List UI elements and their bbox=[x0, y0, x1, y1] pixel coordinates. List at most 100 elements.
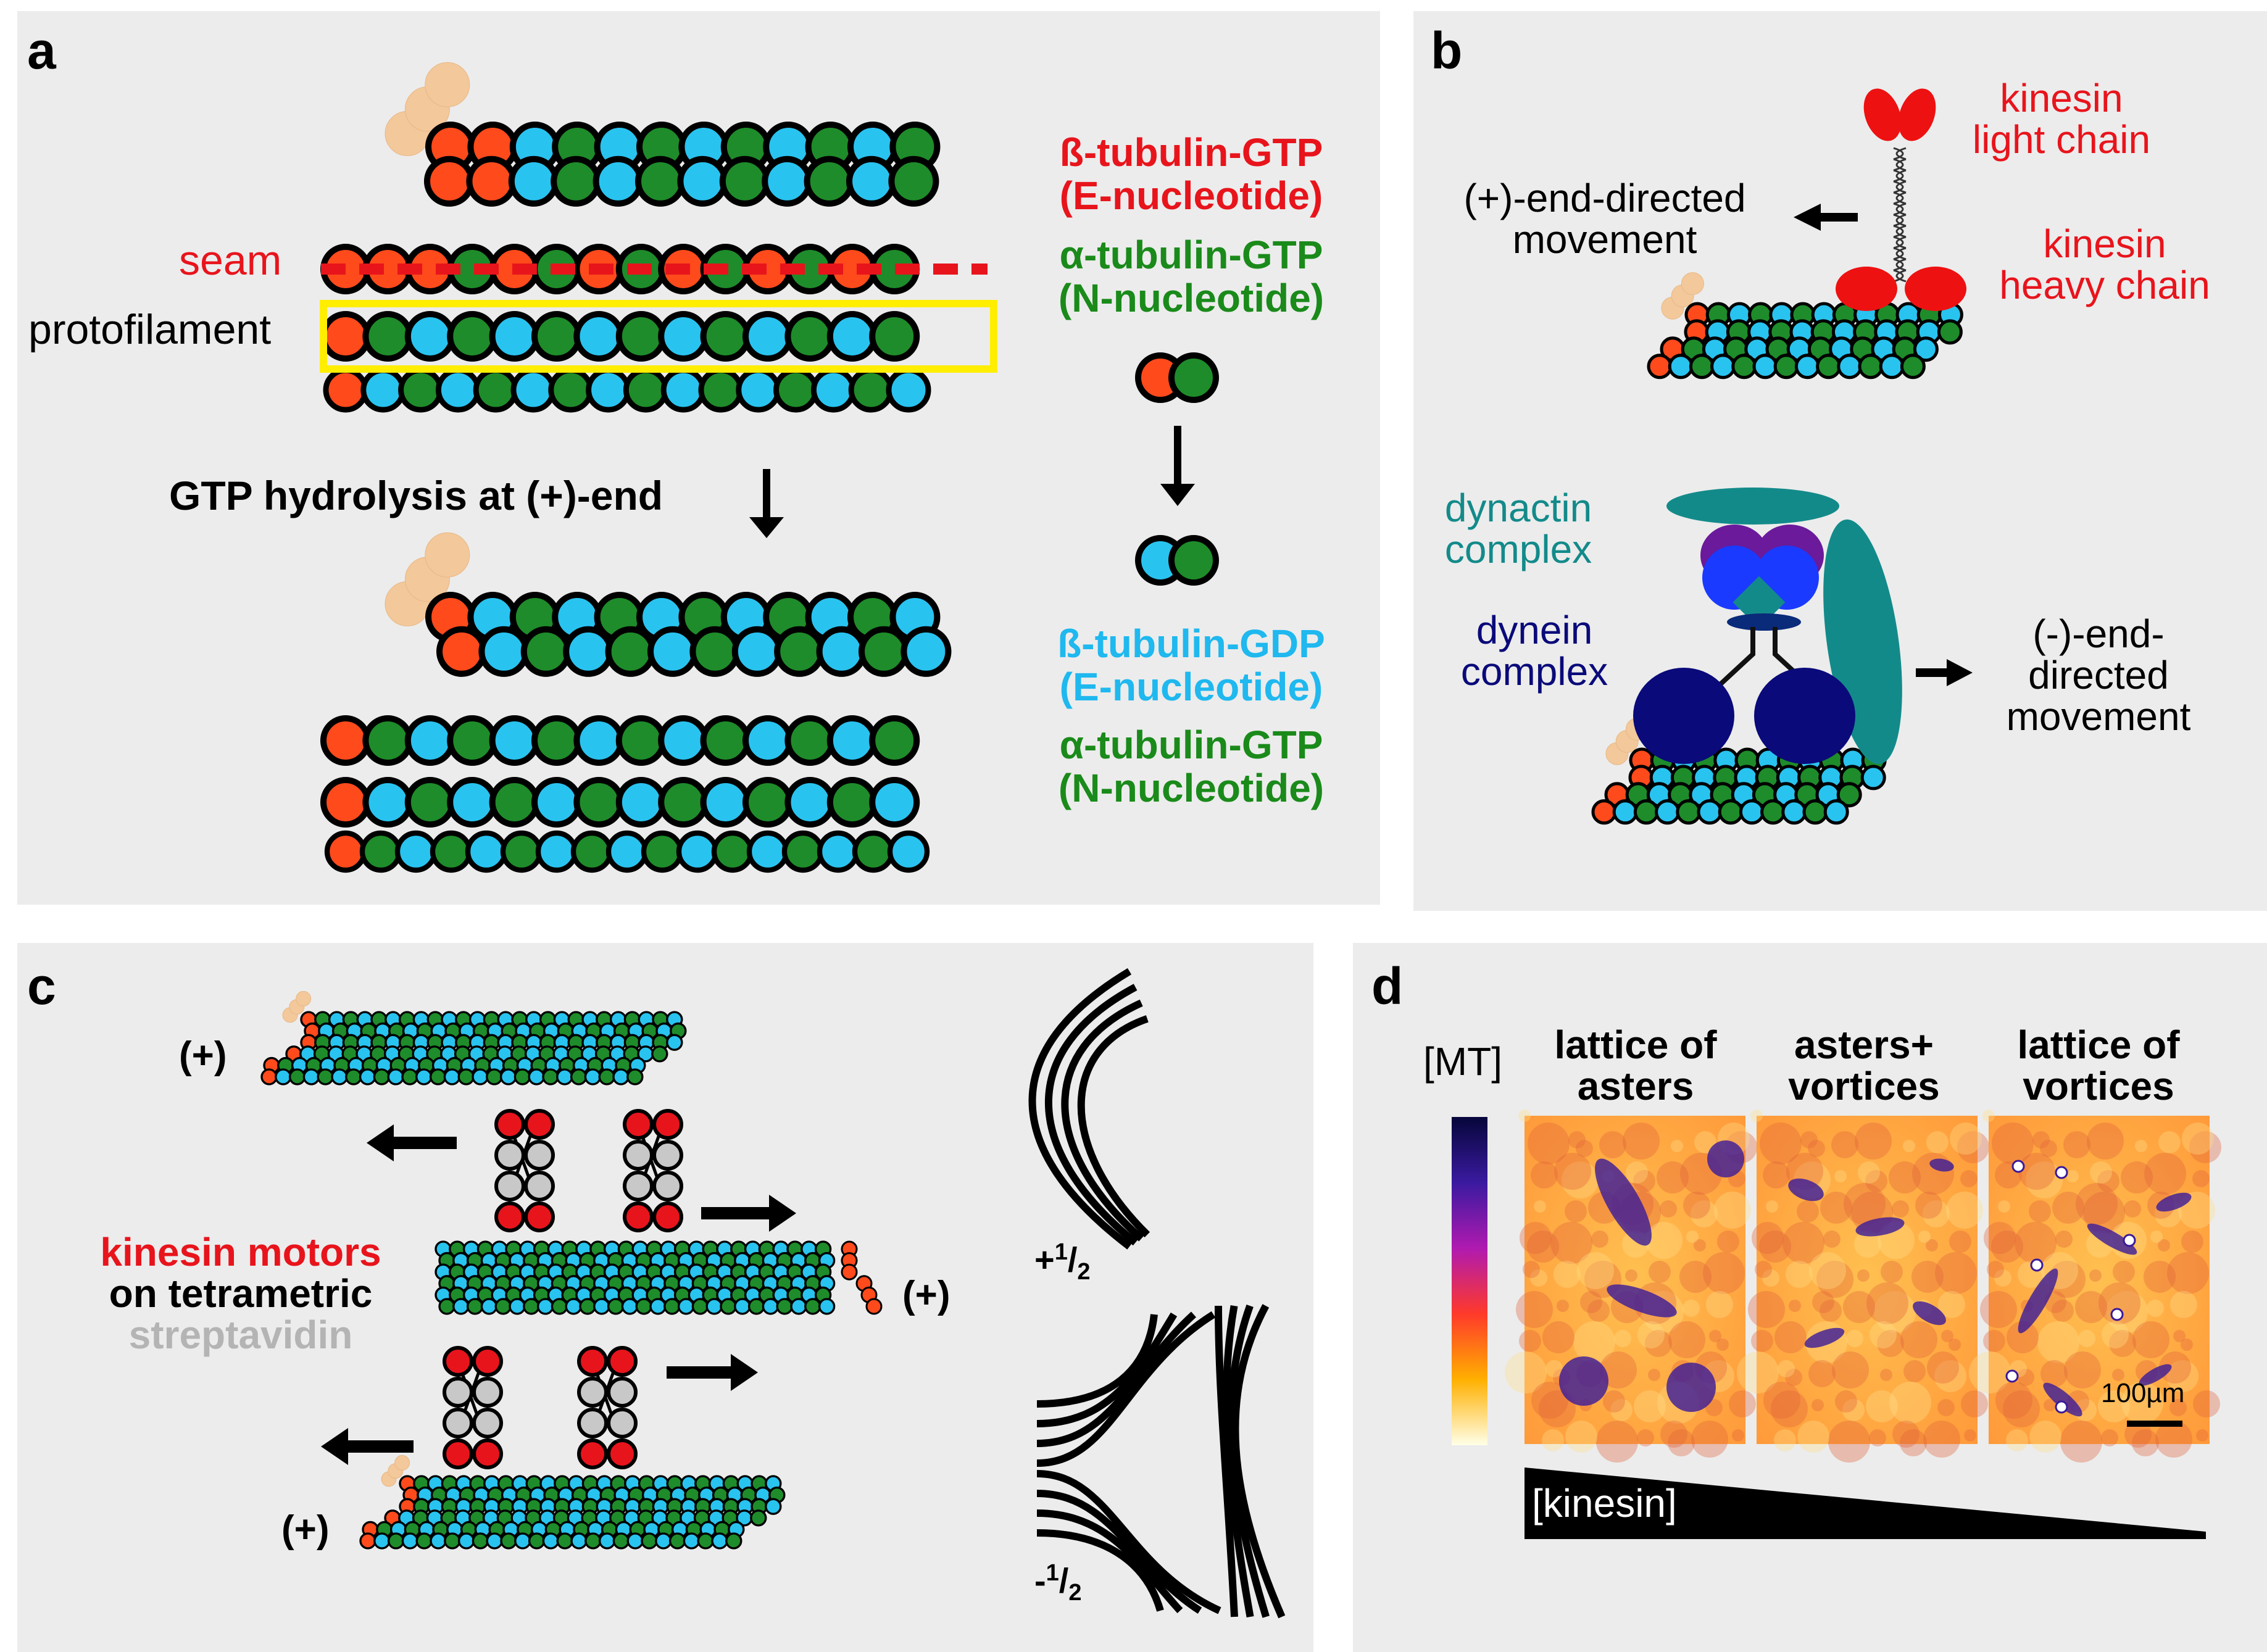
dynactin-line2: complex bbox=[1444, 527, 1592, 572]
col1-line2: asters bbox=[1577, 1064, 1694, 1109]
texture-blob bbox=[1542, 1321, 1574, 1353]
tubulin-bead bbox=[1773, 354, 1799, 380]
kinesin-gradient-label: [kinesin] bbox=[1532, 1481, 1677, 1525]
texture-blob bbox=[2124, 1421, 2152, 1448]
texture-blob bbox=[1797, 1421, 1829, 1453]
texture-blob bbox=[1683, 1192, 1710, 1219]
texture-blob bbox=[1751, 1330, 1773, 1352]
panel-b-graphics bbox=[1591, 88, 1973, 825]
tubulin-bead bbox=[573, 310, 625, 362]
dark-feature bbox=[1607, 1284, 1677, 1318]
tubulin-bead bbox=[324, 830, 367, 873]
kinesin-head-right bbox=[1905, 267, 1966, 311]
tubulin-bead bbox=[747, 1298, 765, 1315]
column-asters-vortices: asters+ vortices bbox=[1753, 1024, 1975, 1107]
tubulin-bead bbox=[320, 776, 372, 828]
tubulin-bead bbox=[869, 776, 920, 828]
texture-blob bbox=[1729, 1390, 1756, 1417]
dark-feature bbox=[1788, 1178, 1824, 1202]
defect-line bbox=[1061, 999, 1144, 1242]
motor-head bbox=[443, 1346, 473, 1377]
tubulin-bead bbox=[1612, 799, 1638, 825]
texture-blob bbox=[1562, 1161, 1599, 1198]
tubulin-bead bbox=[1823, 799, 1849, 825]
tubulin-bead bbox=[528, 1068, 545, 1085]
plus-den: 2 bbox=[1077, 1258, 1091, 1285]
micrograph-lattice-asters bbox=[1505, 1110, 1757, 1463]
tubulin-bead bbox=[734, 1298, 751, 1315]
tubulin-bead bbox=[360, 367, 406, 413]
sliding-arrow-right-2-head bbox=[731, 1354, 758, 1391]
dynactin-bar bbox=[1666, 488, 1839, 525]
mt-bottom-lower bbox=[320, 776, 920, 828]
motor-head bbox=[607, 1346, 638, 1377]
texture-blob bbox=[1923, 1200, 1950, 1227]
motor-head bbox=[623, 1202, 654, 1232]
tubulin-bead bbox=[817, 830, 860, 873]
tubulin-bead bbox=[816, 626, 867, 677]
texture-blob bbox=[1889, 1161, 1921, 1193]
texture-blob bbox=[2189, 1131, 2221, 1163]
defect-line bbox=[1036, 1529, 1164, 1612]
tubulin-bead bbox=[1858, 354, 1884, 380]
protofilament-row bbox=[320, 310, 920, 362]
tubulin-bead bbox=[404, 715, 455, 766]
tubulin-bead bbox=[520, 626, 572, 677]
texture-blob bbox=[2113, 1261, 2135, 1283]
back-tubulin bbox=[394, 1455, 410, 1471]
tubulin-bead bbox=[658, 715, 709, 766]
tubulin-bead bbox=[1937, 319, 1963, 345]
tubulin-bead bbox=[846, 156, 897, 207]
tubulin-bead bbox=[776, 1298, 793, 1315]
streptavidin-bead bbox=[607, 1377, 638, 1408]
tubulin-bead bbox=[612, 1068, 630, 1085]
texture-blob bbox=[2078, 1330, 2095, 1347]
motor-head bbox=[607, 1438, 638, 1469]
tubulin-bead bbox=[736, 367, 781, 413]
dynein-head-right bbox=[1754, 668, 1855, 764]
tubulin-bead bbox=[423, 156, 475, 207]
coiled-coil bbox=[1895, 269, 1907, 283]
texture-blob bbox=[2032, 1131, 2050, 1148]
panel-d-label: d bbox=[1371, 957, 1404, 1015]
tubulin-bead bbox=[323, 367, 368, 413]
sliding-arrow-left-2-head bbox=[321, 1428, 348, 1465]
mt-bottom-lowest bbox=[324, 830, 930, 873]
tubulin-bead bbox=[514, 1532, 531, 1550]
texture-blob bbox=[2173, 1330, 2186, 1342]
micrograph-asters-vortices bbox=[1737, 1110, 1989, 1463]
tubulin-bead bbox=[700, 310, 751, 362]
tubulin-bead bbox=[401, 1532, 419, 1550]
texture-blob bbox=[1716, 1339, 1729, 1351]
panel-d-graphics bbox=[1452, 1110, 2221, 1539]
sliding-arrow-right-1-head bbox=[769, 1195, 796, 1232]
col3-line1: lattice of bbox=[2017, 1023, 2180, 1067]
tubulin-bead bbox=[387, 1068, 404, 1085]
texture-blob bbox=[2159, 1351, 2191, 1384]
dark-feature bbox=[2156, 1192, 2192, 1212]
tubulin-bead bbox=[302, 1068, 320, 1085]
tubulin-bead bbox=[720, 1298, 737, 1315]
texture-blob bbox=[1854, 1231, 1881, 1258]
tubulin-bead bbox=[415, 1532, 433, 1550]
texture-blob bbox=[2076, 1183, 2118, 1225]
plus-move-line2: movement bbox=[1512, 217, 1697, 262]
motor-head bbox=[472, 1438, 503, 1469]
tubulin-bead bbox=[698, 367, 744, 413]
tubulin-bead bbox=[651, 1045, 668, 1063]
tubulin-bead bbox=[784, 310, 836, 362]
tubulin-bead bbox=[1781, 799, 1807, 825]
dynein-head-left bbox=[1633, 668, 1734, 764]
texture-blob bbox=[2018, 1153, 2055, 1190]
dynactin-complex-label: dynactin complex bbox=[1420, 487, 1617, 572]
texture-blob bbox=[1686, 1231, 1699, 1243]
tubulin-bead bbox=[499, 1068, 517, 1085]
col1-line1: lattice of bbox=[1554, 1023, 1717, 1067]
tubulin-bead bbox=[362, 310, 414, 362]
tubulin-bead bbox=[869, 715, 920, 766]
texture-blob bbox=[2037, 1321, 2079, 1363]
tubulin-bead bbox=[457, 1068, 475, 1085]
motor-head bbox=[524, 1109, 555, 1140]
tubulin-bead bbox=[260, 1068, 278, 1085]
texture-blob bbox=[2132, 1321, 2169, 1358]
